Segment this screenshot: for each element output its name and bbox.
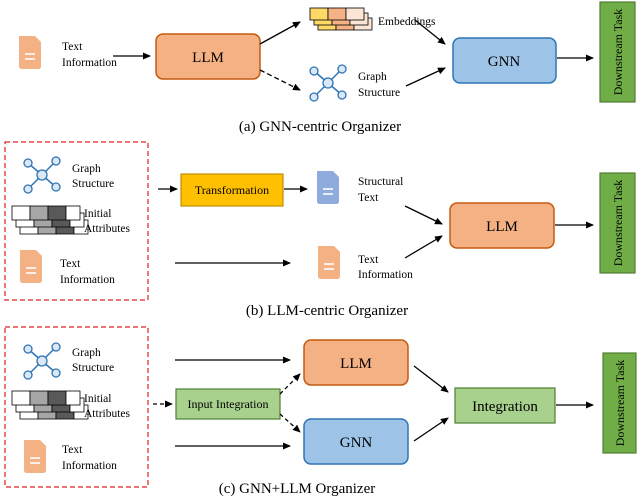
panel-b-input-group (4, 141, 149, 301)
attribute-stack-icon (11, 390, 89, 420)
panel-a-text-info-line2: Information (62, 57, 117, 69)
panel-c-text-info-line1: Text (62, 444, 83, 456)
graph-structure-icon (23, 156, 61, 194)
panel-c-downstream-label: Downstream Task (613, 360, 627, 447)
arrow-gnn-to-integration (413, 417, 449, 442)
panel-b-text-info2-line1: Text (358, 254, 379, 266)
panel-b: Graph Structure Initial Attributes Text … (4, 141, 636, 319)
panel-b-downstream-box (599, 172, 636, 274)
panel-b-caption: (b) LLM-centric Organizer (246, 303, 408, 319)
arrow-integration-to-llm (279, 373, 301, 395)
integration-box (454, 387, 556, 424)
panel-b-attr-line1: Initial (84, 208, 111, 220)
panel-a-llm-label: LLM (192, 50, 224, 66)
panel-c-downstream-box (602, 352, 637, 454)
document-icon (317, 245, 341, 280)
panel-b-graph-line2: Structure (72, 178, 114, 190)
panel-c-llm-label: LLM (340, 356, 372, 372)
input-integration-label: Input Integration (188, 397, 269, 411)
input-integration-box (175, 388, 281, 420)
arrow-llm-to-integration (413, 365, 449, 393)
document-icon (316, 170, 340, 205)
panel-c-llm-box (303, 339, 409, 386)
panel-b-text-info2-line2: Information (358, 269, 413, 281)
panel-a-text-info-line1: Text (62, 41, 83, 53)
panel-a-caption: (a) GNN-centric Organizer (239, 119, 401, 135)
arrow-embeddings-to-gnn (414, 19, 446, 45)
panel-a-gnn-box (452, 37, 557, 84)
arrow-llm-to-embeddings (259, 21, 301, 45)
graph-structure-icon (309, 64, 347, 102)
panel-b-structural-line2: Text (358, 192, 379, 204)
document-icon (19, 249, 43, 284)
transformation-label: Transformation (195, 183, 269, 197)
panel-a-embeddings-label: Embeddings (378, 16, 436, 28)
document-icon (23, 439, 47, 474)
panel-c-gnn-box (303, 418, 409, 465)
panel-c-gnn-label: GNN (340, 435, 373, 451)
panel-b-graph-line1: Graph (72, 163, 101, 175)
panel-a-downstream-label: Downstream Task (611, 9, 625, 96)
transformation-box (180, 173, 284, 207)
attribute-stack-icon (11, 205, 89, 235)
panel-b-attr-line2: Attributes (84, 223, 131, 235)
panel-c-caption: (c) GNN+LLM Organizer (219, 481, 375, 497)
panel-c-text-info-line2: Information (62, 460, 117, 472)
document-icon (18, 35, 42, 70)
arrow-graph-to-gnn (405, 67, 446, 87)
embedding-stack-icon (309, 7, 373, 31)
graph-structure-icon (23, 342, 61, 380)
panel-c-attr-line1: Initial (84, 393, 111, 405)
arrow-textinfo-to-llm (404, 235, 443, 259)
panel-a-gnn-label: GNN (488, 54, 521, 70)
panel-b-llm-label: LLM (486, 219, 518, 235)
panel-a-graph-line1: Graph (358, 71, 387, 83)
panel-b-llm-box (449, 202, 555, 249)
panel-c-attr-line2: Attributes (84, 408, 131, 420)
panel-b-structural-line1: Structural (358, 176, 403, 188)
panel-a-llm-box (155, 33, 261, 80)
integration-label: Integration (472, 399, 538, 415)
panel-b-downstream-label: Downstream Task (611, 180, 625, 267)
panel-c-graph-line2: Structure (72, 362, 114, 374)
arrow-llm-to-graph (259, 69, 301, 91)
arrow-structural-to-llm (404, 205, 443, 225)
panel-a: Text Information LLM Embeddings Graph St… (18, 1, 636, 135)
panel-b-text-info-line2: Information (60, 274, 115, 286)
panel-c: Graph Structure Initial Attributes Text … (4, 326, 637, 497)
arrow-integration-to-gnn (279, 413, 301, 433)
panel-b-text-info-line1: Text (60, 258, 81, 270)
panel-a-graph-line2: Structure (358, 87, 400, 99)
panel-a-downstream-box (599, 1, 636, 103)
panel-c-graph-line1: Graph (72, 347, 101, 359)
